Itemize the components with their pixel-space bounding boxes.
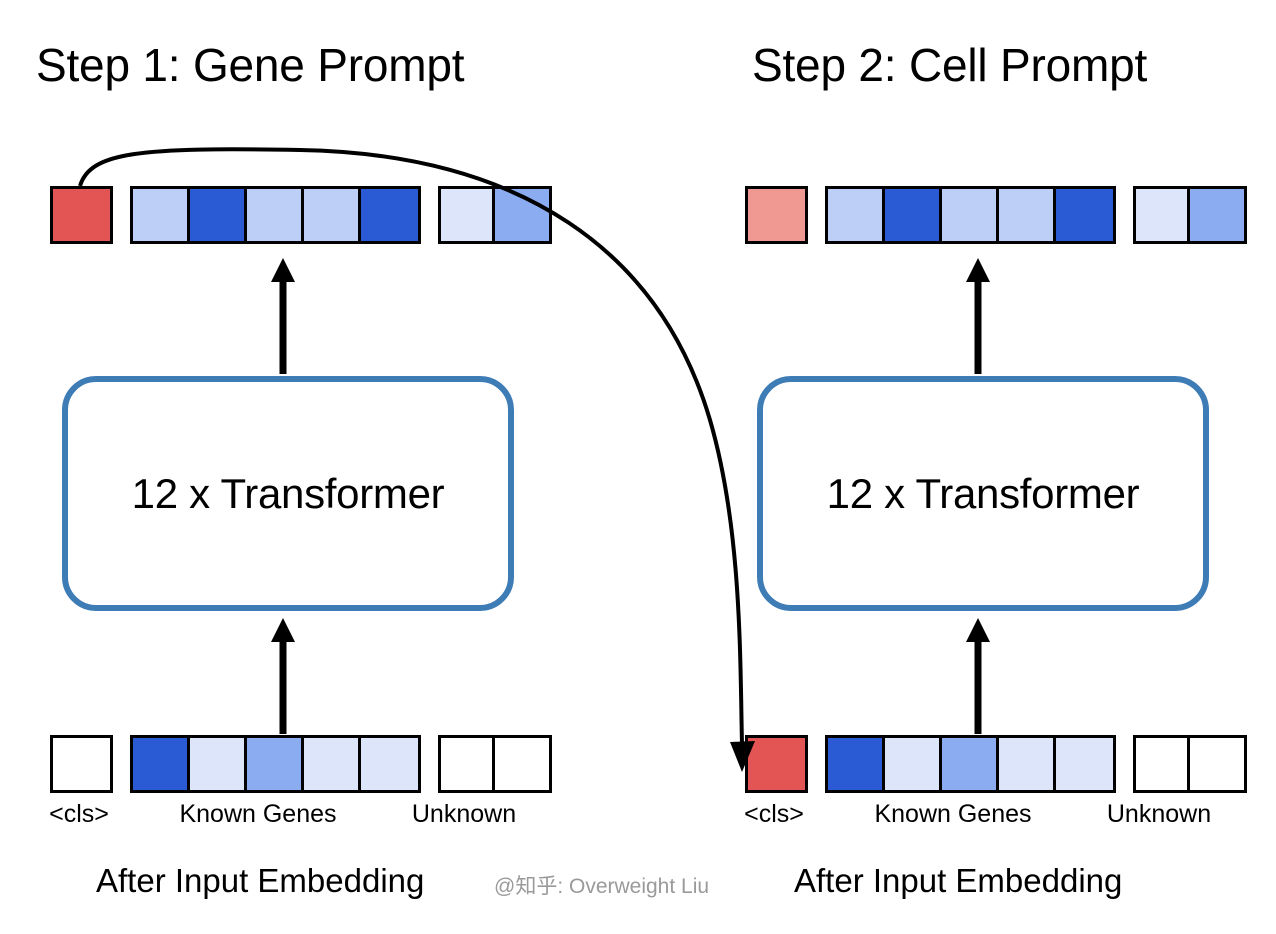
step2-title: Step 2: Cell Prompt	[752, 39, 1148, 91]
token-cell	[828, 738, 885, 790]
step1-transformer-label: 12 x Transformer	[131, 469, 445, 517]
step2-footer-caption: After Input Embedding	[794, 862, 1123, 899]
step1-label-cls: <cls>	[49, 800, 109, 828]
step1-label-unknown: Unknown	[411, 800, 517, 828]
step2-input-cls-group	[745, 735, 808, 793]
token-cell-cls	[748, 738, 805, 790]
step1-input-unknown-group	[438, 735, 552, 793]
token-cell	[495, 738, 549, 790]
token-cell	[190, 738, 247, 790]
step2-output-token-row	[745, 186, 1247, 244]
token-cell-cls	[748, 189, 805, 241]
step2-label-unknown: Unknown	[1106, 800, 1212, 828]
step2-output-cls-group	[745, 186, 808, 244]
step2-label-cls: <cls>	[744, 800, 804, 828]
token-cell	[495, 189, 549, 241]
step1-input-known-group	[130, 735, 421, 793]
token-cell	[942, 189, 999, 241]
token-cell	[133, 738, 190, 790]
step2-output-unknown-group	[1133, 186, 1247, 244]
token-cell	[1190, 189, 1244, 241]
step1-output-unknown-group	[438, 186, 552, 244]
token-cell	[1190, 738, 1244, 790]
token-cell	[828, 189, 885, 241]
step1-footer-caption: After Input Embedding	[96, 862, 425, 899]
token-cell	[942, 738, 999, 790]
token-cell	[1056, 738, 1113, 790]
step1-label-known-genes: Known Genes	[179, 800, 337, 828]
step2-label-known-genes: Known Genes	[874, 800, 1032, 828]
token-cell	[304, 738, 361, 790]
step2-transformer-label: 12 x Transformer	[826, 469, 1140, 517]
step2-transformer-box: 12 x Transformer	[757, 376, 1209, 611]
token-cell	[999, 738, 1056, 790]
token-cell	[361, 189, 418, 241]
token-cell	[1136, 189, 1190, 241]
step2-lower-arrow	[963, 618, 993, 734]
token-cell	[1136, 738, 1190, 790]
token-cell	[1056, 189, 1113, 241]
token-cell-cls	[53, 189, 110, 241]
step1-input-token-row	[50, 735, 552, 793]
token-cell	[304, 189, 361, 241]
step2-output-known-group	[825, 186, 1116, 244]
token-cell	[441, 738, 495, 790]
step1-input-cls-group	[50, 735, 113, 793]
step1-transformer-box: 12 x Transformer	[62, 376, 514, 611]
token-cell	[885, 738, 942, 790]
token-cell	[247, 189, 304, 241]
step1-lower-arrow	[268, 618, 298, 734]
step1-upper-arrow	[268, 258, 298, 374]
token-cell	[999, 189, 1056, 241]
token-cell	[441, 189, 495, 241]
token-cell	[133, 189, 190, 241]
watermark-text: @知乎: Overweight Liu	[494, 875, 710, 898]
token-cell-cls	[53, 738, 110, 790]
step1-title: Step 1: Gene Prompt	[36, 39, 465, 91]
token-cell	[361, 738, 418, 790]
step2-input-token-row	[745, 735, 1247, 793]
token-cell	[885, 189, 942, 241]
step1-output-cls-group	[50, 186, 113, 244]
step2-upper-arrow	[963, 258, 993, 374]
token-cell	[247, 738, 304, 790]
step1-output-token-row	[50, 186, 552, 244]
step1-output-known-group	[130, 186, 421, 244]
token-cell	[190, 189, 247, 241]
step2-input-unknown-group	[1133, 735, 1247, 793]
step2-input-known-group	[825, 735, 1116, 793]
